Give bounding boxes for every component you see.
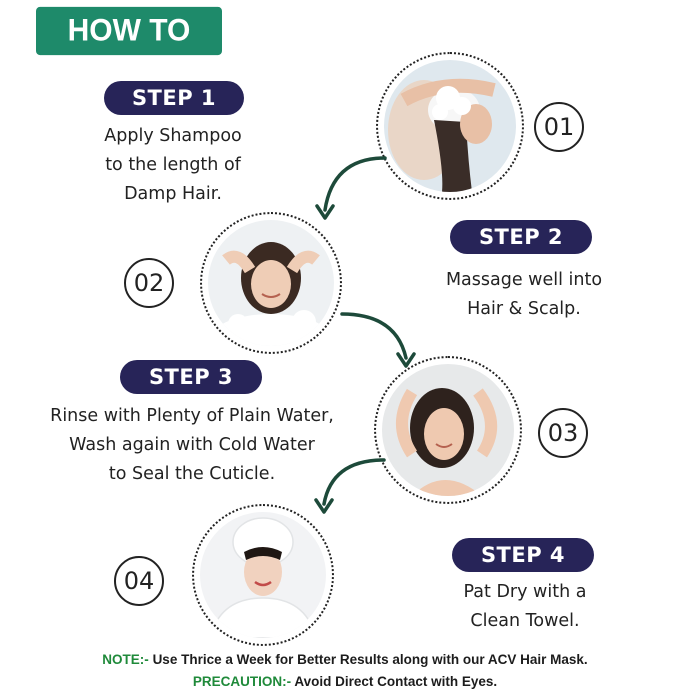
step-1-pill: STEP 1 <box>104 81 244 115</box>
step-1-line-1: Apply Shampoo <box>104 126 242 146</box>
step-2-photo <box>208 220 334 346</box>
step-3-line-1: Rinse with Plenty of Plain Water, <box>50 406 334 426</box>
step-2-photo-ring <box>200 212 342 354</box>
step-3-pill: STEP 3 <box>120 360 262 394</box>
step-3-description: Rinse with Plenty of Plain Water, Wash a… <box>34 402 350 489</box>
step-1-description: Apply Shampoo to the length of Damp Hair… <box>60 122 286 209</box>
step-2-line-1: Massage well into <box>445 270 603 290</box>
step-3-number-badge: 03 <box>538 408 588 458</box>
curved-arrow-icon <box>314 458 386 514</box>
precaution-note: PRECAUTION:- Avoid Direct Contact with E… <box>0 674 690 689</box>
step-4-pill: STEP 4 <box>452 538 594 572</box>
step-3-line-3: to Seal the Cuticle. <box>108 464 276 484</box>
step-3-photo <box>382 364 514 496</box>
step-4-photo <box>200 512 326 638</box>
how-to-use-banner: HOW TO USE <box>36 6 222 96</box>
step-4-description: Pat Dry with a Clean Towel. <box>430 578 620 636</box>
step-1-photo <box>384 60 516 192</box>
towel-photo-illustration <box>200 512 326 638</box>
step-3-photo-ring <box>374 356 522 504</box>
curved-arrow-icon <box>315 156 387 220</box>
step-2-number-badge: 02 <box>124 258 174 308</box>
note-text: Use Thrice a Week for Better Results alo… <box>152 652 588 667</box>
step-1-photo-ring <box>376 52 524 200</box>
precaution-tag: PRECAUTION:- <box>192 674 292 689</box>
step-4-photo-ring <box>192 504 334 646</box>
step-4-line-1: Pat Dry with a <box>463 582 587 602</box>
step-1-line-3: Damp Hair. <box>124 184 222 204</box>
shampoo-photo-illustration <box>384 60 516 192</box>
curved-arrow-icon <box>340 312 416 368</box>
step-3-line-2: Wash again with Cold Water <box>69 435 315 455</box>
note-tag: NOTE:- <box>102 652 149 667</box>
step-1-number-badge: 01 <box>534 102 584 152</box>
step-2-line-2: Hair & Scalp. <box>467 299 581 319</box>
rinse-photo-illustration <box>382 364 514 496</box>
step-4-line-2: Clean Towel. <box>470 611 580 631</box>
usage-note: NOTE:- Use Thrice a Week for Better Resu… <box>0 652 690 667</box>
bath-photo-illustration <box>208 220 334 346</box>
step-2-pill: STEP 2 <box>450 220 592 254</box>
step-4-number-badge: 04 <box>114 556 164 606</box>
step-2-description: Massage well into Hair & Scalp. <box>420 266 628 324</box>
step-1-line-2: to the length of <box>105 155 241 175</box>
precaution-text: Avoid Direct Contact with Eyes. <box>294 674 498 689</box>
